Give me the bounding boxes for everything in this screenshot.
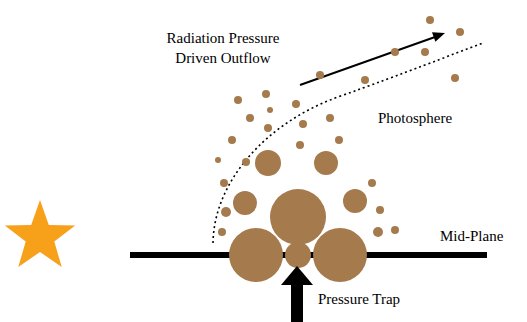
outflow-arrow-head (432, 32, 445, 41)
pressure-arrow-head (281, 266, 313, 285)
outflow-label: Radiation Pressure Driven Outflow (148, 28, 298, 69)
outflow-arrow-shaft (300, 37, 435, 85)
photosphere-curve (213, 43, 483, 243)
pressure-trap-label: Pressure Trap (318, 289, 438, 309)
mid-plane-label: Mid-Plane (440, 226, 525, 246)
photosphere-label: Photosphere (378, 108, 488, 128)
pressure-arrow-shaft (291, 284, 303, 322)
star-symbol (5, 200, 75, 267)
